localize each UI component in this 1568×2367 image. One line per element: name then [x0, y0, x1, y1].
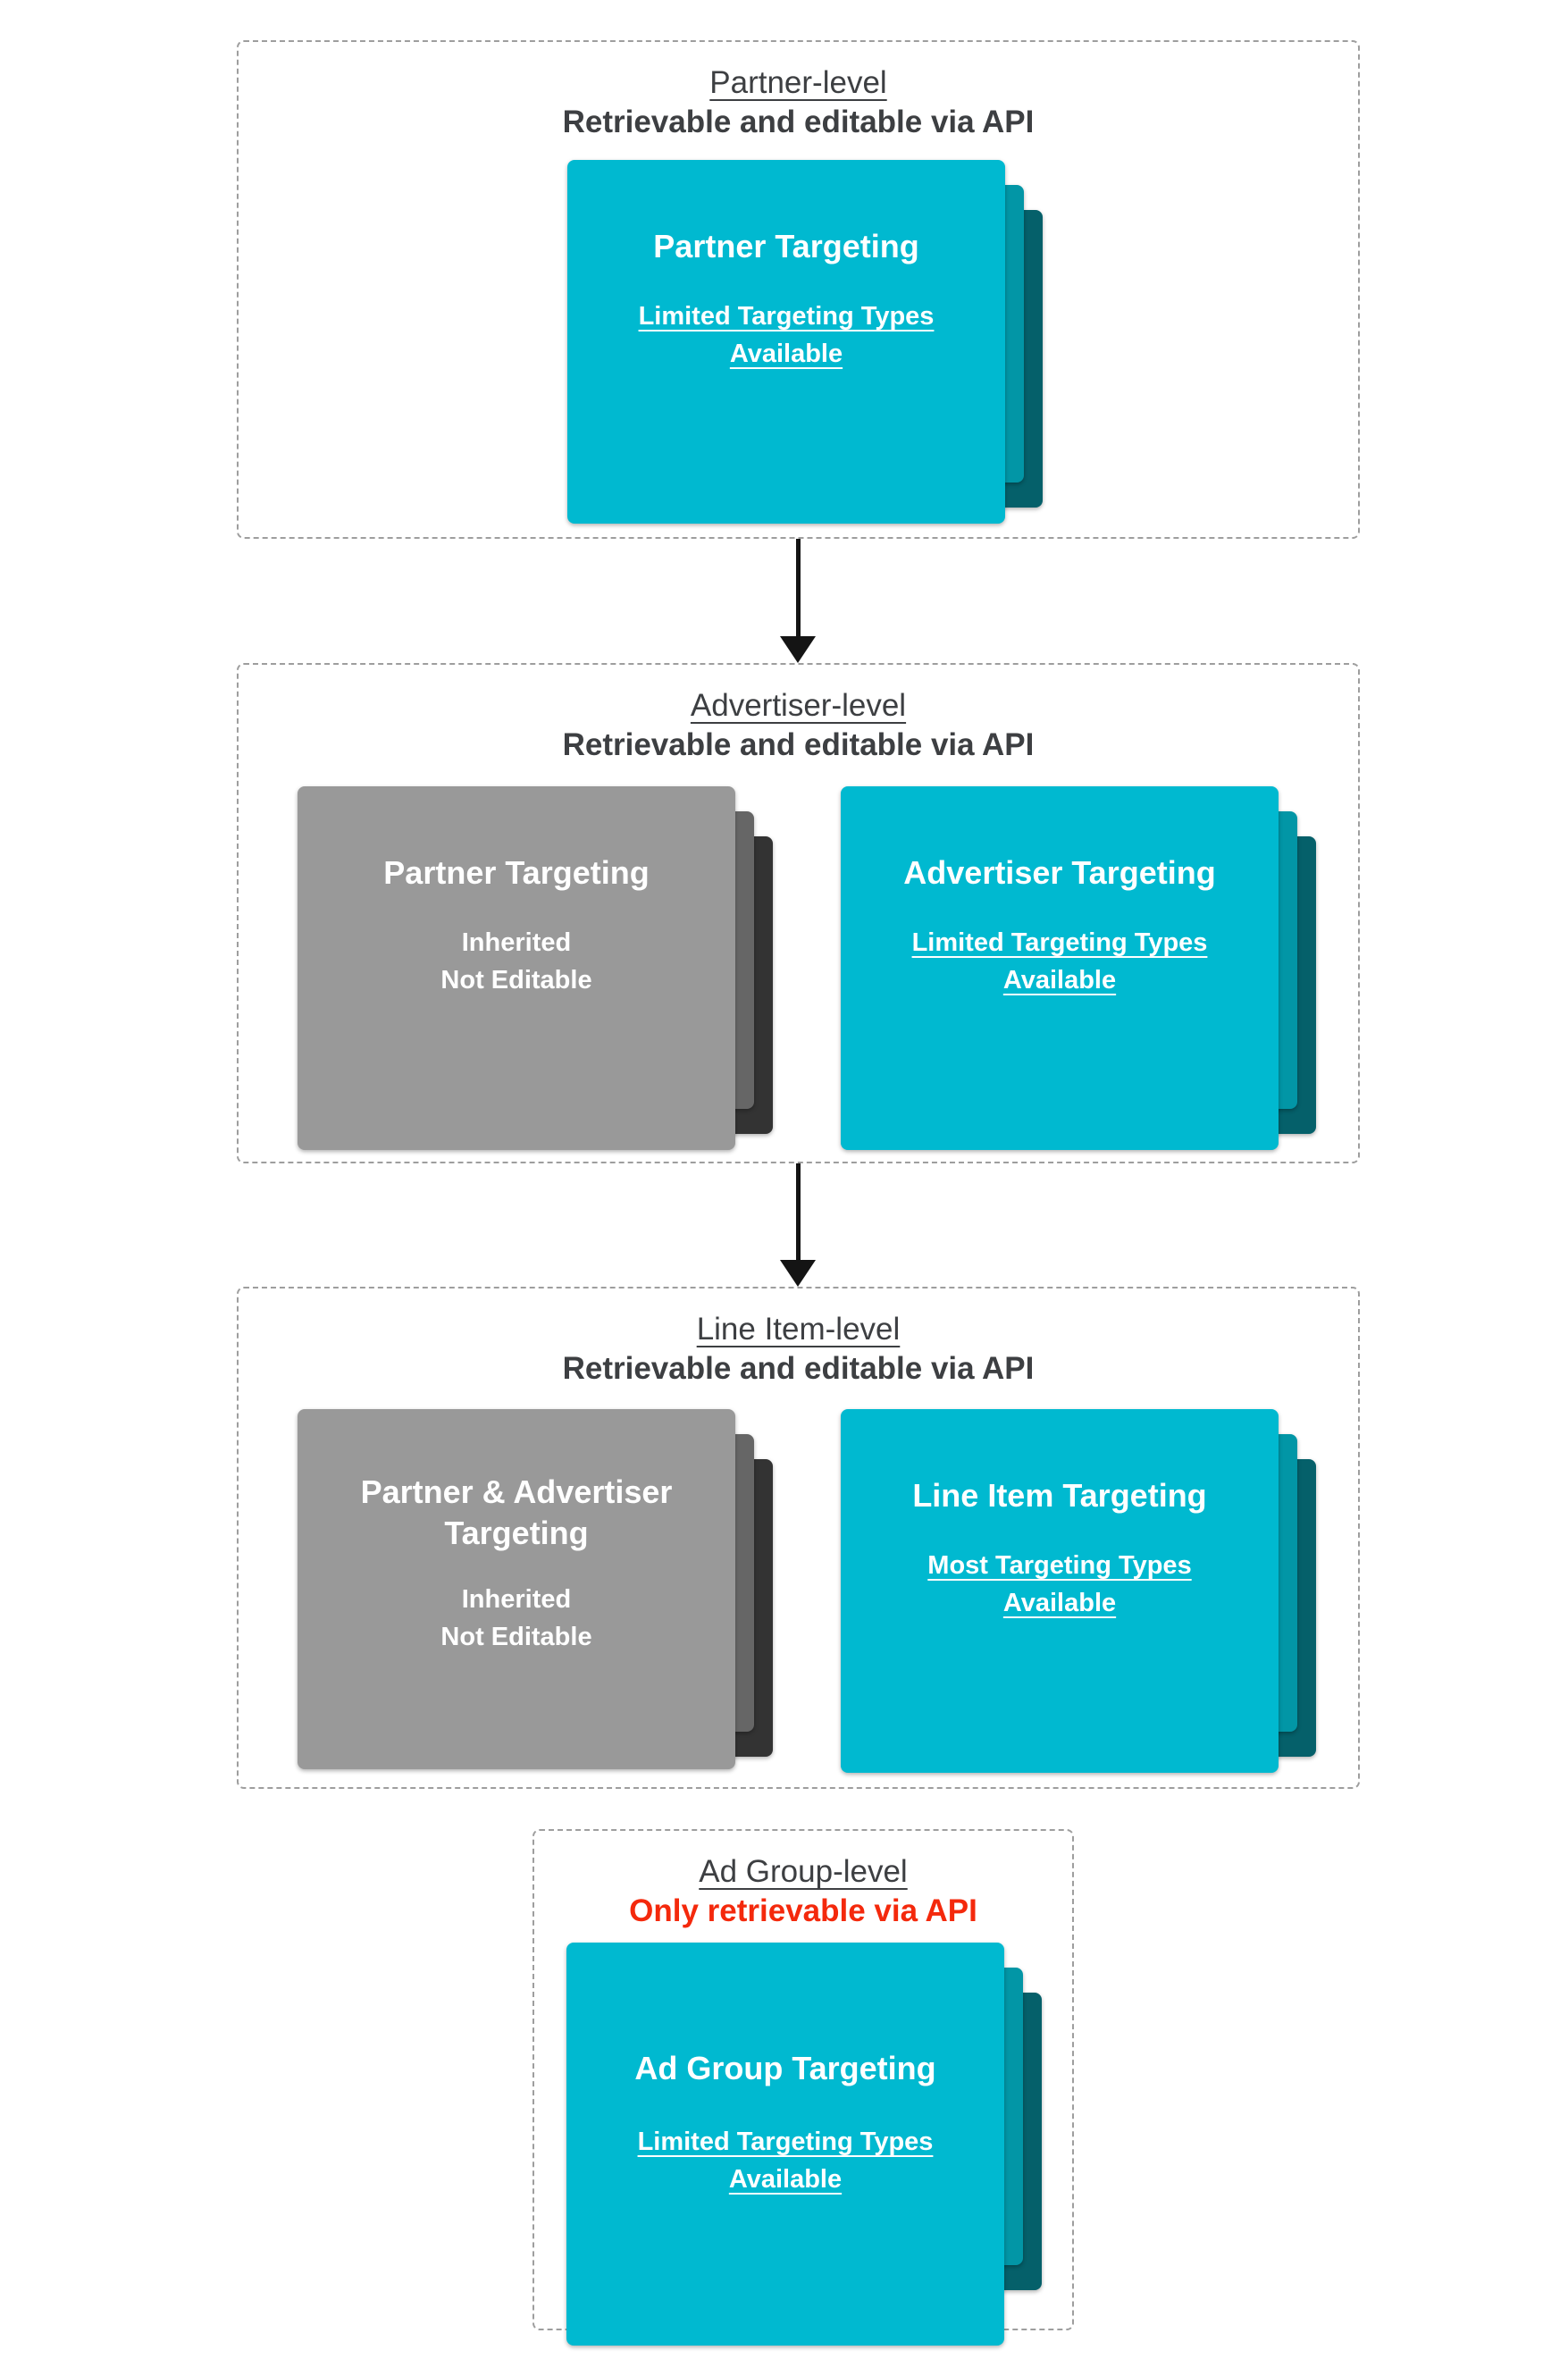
- section-partner-level: Partner-level Retrievable and editable v…: [237, 40, 1360, 539]
- card-front: Partner Targeting Limited Targeting Type…: [567, 160, 1005, 524]
- section-line-item-level: Line Item-level Retrievable and editable…: [237, 1287, 1360, 1789]
- section-subtitle: Retrievable and editable via API: [562, 727, 1035, 762]
- card-stack-line-item-targeting: Line Item Targeting Most Targeting Types…: [841, 1409, 1316, 1773]
- flow-arrow-partner-to-advertiser: [780, 539, 816, 663]
- arrow-down-icon: [780, 1260, 816, 1287]
- flow-arrow-advertiser-to-line-item: [780, 1163, 816, 1287]
- card-front: Partner & Advertiser Targeting Inherited…: [298, 1409, 735, 1769]
- card-stack-partner-targeting: Partner Targeting Limited Targeting Type…: [567, 160, 1043, 524]
- section-subtitle: Retrievable and editable via API: [562, 1351, 1035, 1386]
- card-title: Ad Group Targeting: [634, 2050, 936, 2086]
- card-title: Partner Targeting: [653, 228, 919, 264]
- section-title: Advertiser-level: [690, 688, 907, 723]
- card-title: Line Item Targeting: [912, 1477, 1207, 1514]
- card-body: Inherited Not Editable: [440, 1585, 592, 1651]
- card-body: Most Targeting Types Available: [927, 1551, 1192, 1617]
- section-title: Ad Group-level: [699, 1854, 908, 1889]
- card-front: Advertiser Targeting Limited Targeting T…: [841, 786, 1279, 1150]
- card-stack-inherited-partner-targeting: Partner Targeting Inherited Not Editable: [298, 786, 773, 1150]
- section-title: Line Item-level: [696, 1312, 901, 1347]
- card-front: Line Item Targeting Most Targeting Types…: [841, 1409, 1279, 1773]
- card-body: Inherited Not Editable: [440, 928, 592, 995]
- section-subtitle: Only retrievable via API: [629, 1893, 977, 1928]
- section-ad-group-level: Ad Group-level Only retrievable via API: [532, 1829, 1074, 2330]
- card-body: Limited Targeting Types Available: [911, 928, 1208, 995]
- card-title: Partner & Advertiser Targeting: [360, 1473, 673, 1551]
- card-stack-advertiser-targeting: Advertiser Targeting Limited Targeting T…: [841, 786, 1316, 1150]
- card-front: Partner Targeting Inherited Not Editable: [298, 786, 735, 1150]
- card-front: Ad Group Targeting Limited Targeting Typ…: [566, 1943, 1004, 2346]
- section-subtitle: Retrievable and editable via API: [562, 105, 1035, 139]
- card-title: Advertiser Targeting: [903, 854, 1216, 891]
- card-stack-inherited-partner-advertiser-targeting: Partner & Advertiser Targeting Inherited…: [298, 1409, 773, 1769]
- section-advertiser-level: Advertiser-level Retrievable and editabl…: [237, 663, 1360, 1163]
- arrow-line: [795, 539, 801, 637]
- card-stack-ad-group-targeting: Ad Group Targeting Limited Targeting Typ…: [566, 1943, 1042, 2346]
- arrow-down-icon: [780, 636, 816, 663]
- card-body: Limited Targeting Types Available: [637, 2128, 934, 2194]
- section-title: Partner-level: [709, 65, 887, 100]
- card-title: Partner Targeting: [383, 854, 650, 891]
- arrow-line: [795, 1163, 801, 1261]
- card-body: Limited Targeting Types Available: [638, 302, 935, 368]
